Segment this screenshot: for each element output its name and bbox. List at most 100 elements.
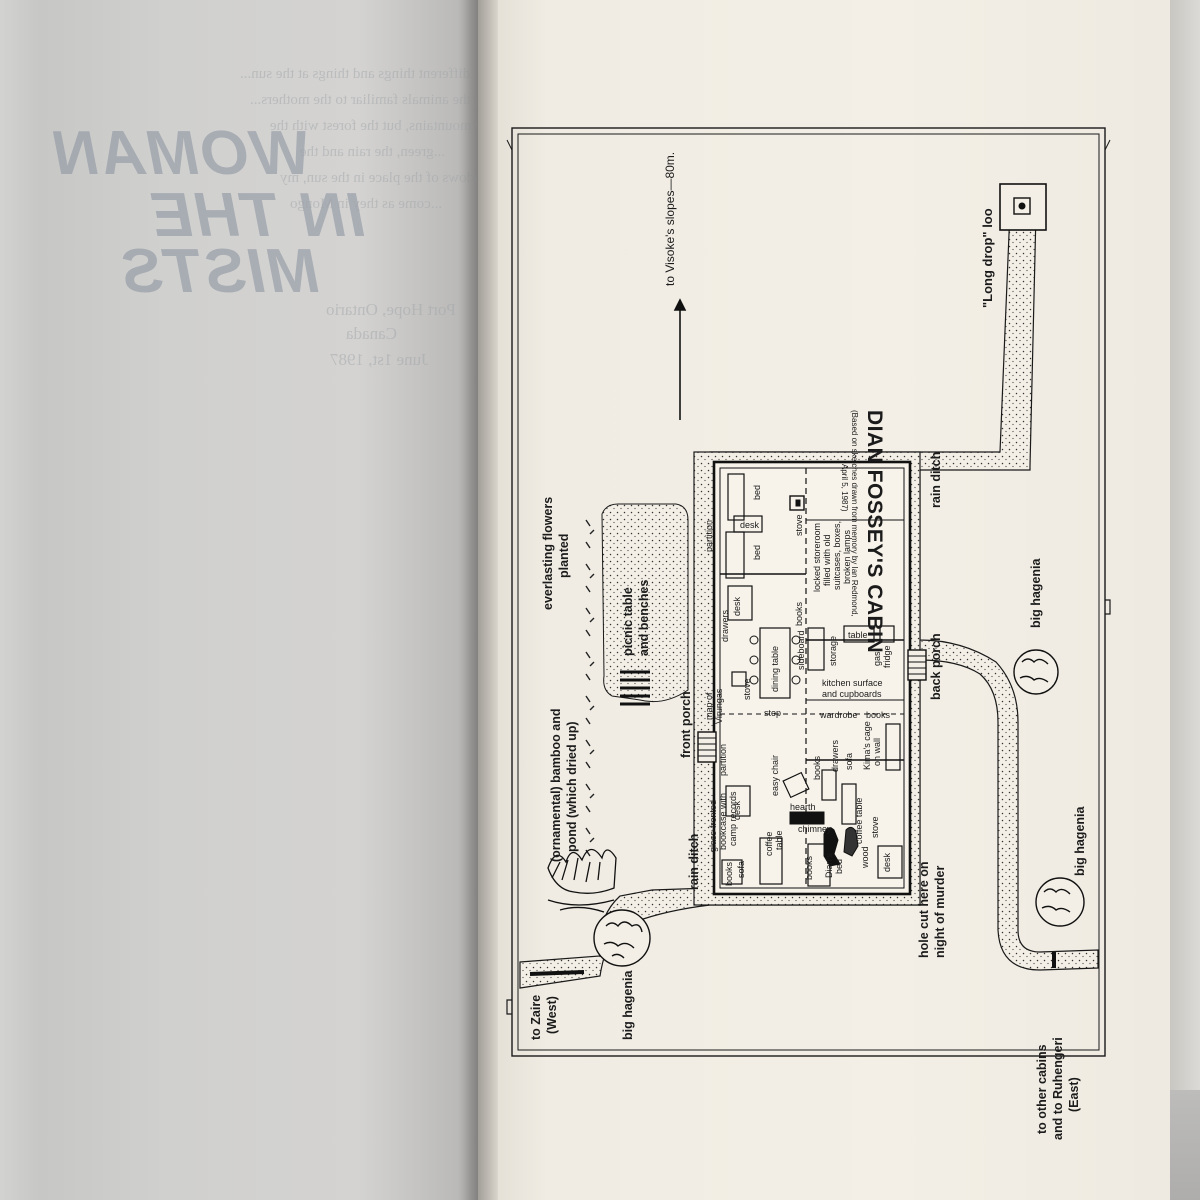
cabin-building <box>697 460 927 896</box>
room-glass-bookcase-1: glass-fronted <box>708 800 718 852</box>
label-front-porch: front porch <box>679 691 693 758</box>
room-chimney: chimney <box>798 824 832 834</box>
room-partition-a: partition <box>704 520 714 552</box>
label-hole-cut-2: night of murder <box>933 866 947 958</box>
room-dians-bed-1: Dian's <box>824 853 834 878</box>
room-stove-c: stove <box>870 816 880 838</box>
big-hagenia-east-icon <box>1035 877 1085 927</box>
map-border <box>506 127 1111 1057</box>
left-page-edge <box>0 0 40 1200</box>
label-loo: "Long drop" loo <box>980 208 995 308</box>
room-sofa-a: sofa <box>844 753 854 770</box>
room-map-virungas-1: map of <box>704 692 714 720</box>
room-partition-b: partition <box>718 744 728 776</box>
map-subtitle-line-2: April 5, 1987) <box>840 464 849 512</box>
room-easy-chair: easy chair <box>770 755 780 796</box>
room-wardrobe: wardrobe <box>819 710 858 720</box>
cabin-map: DIAN FOSSEY'S CABIN (Based on sketches d… <box>506 127 1111 1140</box>
room-hearth: hearth <box>790 802 816 812</box>
book-gutter <box>458 0 498 1200</box>
room-coffee-table-b-1: coffee <box>764 832 774 856</box>
room-bed-b: bed <box>752 545 762 560</box>
room-map-virungas-2: Virungas <box>714 688 724 724</box>
bleed-text-line-4: ...green, the rain and the <box>300 144 445 160</box>
room-desk-c: desk <box>882 852 892 872</box>
room-storeroom-1: locked storeroom <box>812 523 822 592</box>
room-desk-d: desk <box>732 800 742 820</box>
loo-icon <box>999 183 1047 231</box>
room-storeroom-2: filled with old <box>822 534 832 586</box>
label-to-zaire-1: to Zaire <box>529 995 543 1040</box>
room-drawers-a: drawers <box>720 609 730 642</box>
label-rain-ditch-front: rain ditch <box>687 834 701 890</box>
bleed-dateline-3: June 1st, 1987 <box>330 350 428 369</box>
room-storage: storage <box>828 636 838 666</box>
road-markers <box>529 952 1056 976</box>
room-coffee-table-a: coffee table <box>854 798 864 844</box>
room-stove-a: stove <box>794 514 804 536</box>
bleed-dateline-2: Canada <box>346 324 397 343</box>
bleed-dateline-1: Port Hope, Ontario <box>326 300 456 319</box>
label-picnic-1: picnic table <box>621 587 635 656</box>
page-edge-shadow <box>1170 0 1200 1100</box>
room-glass-bookcase-2: bookcase with <box>718 793 728 850</box>
room-dining-table: dining table <box>770 646 780 692</box>
label-everlasting-flowers-2: planted <box>557 534 571 578</box>
room-glass-bookcase-3: camp records <box>728 791 738 846</box>
room-drawers-b: drawers <box>830 739 840 772</box>
room-books-c: books <box>812 755 822 780</box>
room-sideboard: sideboard <box>796 630 806 670</box>
label-rain-ditch-back: rain ditch <box>929 452 943 508</box>
room-storeroom-4: broken lamps <box>842 529 852 584</box>
big-hagenia-back-icon <box>1013 649 1059 695</box>
room-books-d: books <box>724 861 734 886</box>
room-books-b: books <box>866 710 891 720</box>
room-stove-b: stove <box>742 678 752 700</box>
room-labels: bed bed stove desk desk partition partit… <box>704 485 892 886</box>
room-desk-b: desk <box>732 596 742 616</box>
label-big-hagenia-back: big hagenia <box>1029 558 1043 629</box>
label-big-hagenia-west: big hagenia <box>621 970 635 1041</box>
room-books-a: books <box>794 601 804 626</box>
bamboo-pond-icon <box>547 848 617 913</box>
room-gas-fridge-2: fridge <box>882 645 892 668</box>
label-bamboo-1: (ornamental) bamboo and <box>549 709 563 862</box>
room-kimas-cage-2: on wall <box>872 738 882 766</box>
room-books-e: books <box>804 855 814 880</box>
map-title: DIAN FOSSEY'S CABIN <box>863 410 886 653</box>
left-page: WOMAN IN THE MISTS ...different things a… <box>0 0 549 1200</box>
bleed-title-line-3: MISTS <box>120 237 320 306</box>
map-subtitle-line-1: (Based on sketches drawn from memory by … <box>850 410 859 617</box>
big-hagenia-west-icon <box>593 909 651 967</box>
room-sofa-b: sofa <box>736 861 746 878</box>
direction-arrow-visoke <box>673 298 687 420</box>
room-gas-fridge-1: gas <box>872 651 882 666</box>
label-to-zaire-2: (West) <box>545 996 559 1034</box>
label-to-ruhengeri-2: and to Ruhengeri <box>1051 1037 1065 1140</box>
room-step: step <box>764 708 781 718</box>
room-desk-a: desk <box>740 520 760 530</box>
label-visoke-slopes: to Visoke's slopes—80m. <box>663 152 677 286</box>
bleed-text-line-1: ...different things and things at the su… <box>240 66 482 82</box>
label-everlasting-flowers-1: everlasting flowers <box>541 497 555 610</box>
garden-plot <box>601 503 689 706</box>
label-to-ruhengeri-1: to other cabins <box>1035 1044 1049 1134</box>
room-storeroom-3: suitcases, boxes, <box>832 521 842 590</box>
room-dians-bed-2: bed <box>834 859 844 874</box>
room-table: table <box>848 630 868 640</box>
room-kitchen-2: and cupboards <box>822 689 882 699</box>
label-hole-cut-1: hole cut here on <box>917 861 931 958</box>
label-big-hagenia-east: big hagenia <box>1073 806 1087 877</box>
room-wood: wood <box>860 846 870 869</box>
label-picnic-2: and benches <box>637 580 651 656</box>
bleed-text-line-6: ...come as they in Mongo <box>290 196 443 212</box>
label-back-porch: back porch <box>929 633 943 700</box>
label-bamboo-2: pond (which dried up) <box>565 721 579 852</box>
flower-row-icon <box>585 519 595 857</box>
label-to-ruhengeri-3: (East) <box>1067 1077 1081 1112</box>
room-kimas-cage-1: Kima's cage <box>862 721 872 770</box>
picnic-table-icon <box>620 670 650 706</box>
room-coffee-table-b-2: table <box>774 830 784 850</box>
map-title-group: DIAN FOSSEY'S CABIN (Based on sketches d… <box>840 410 886 653</box>
room-kitchen-1: kitchen surface <box>822 678 883 688</box>
